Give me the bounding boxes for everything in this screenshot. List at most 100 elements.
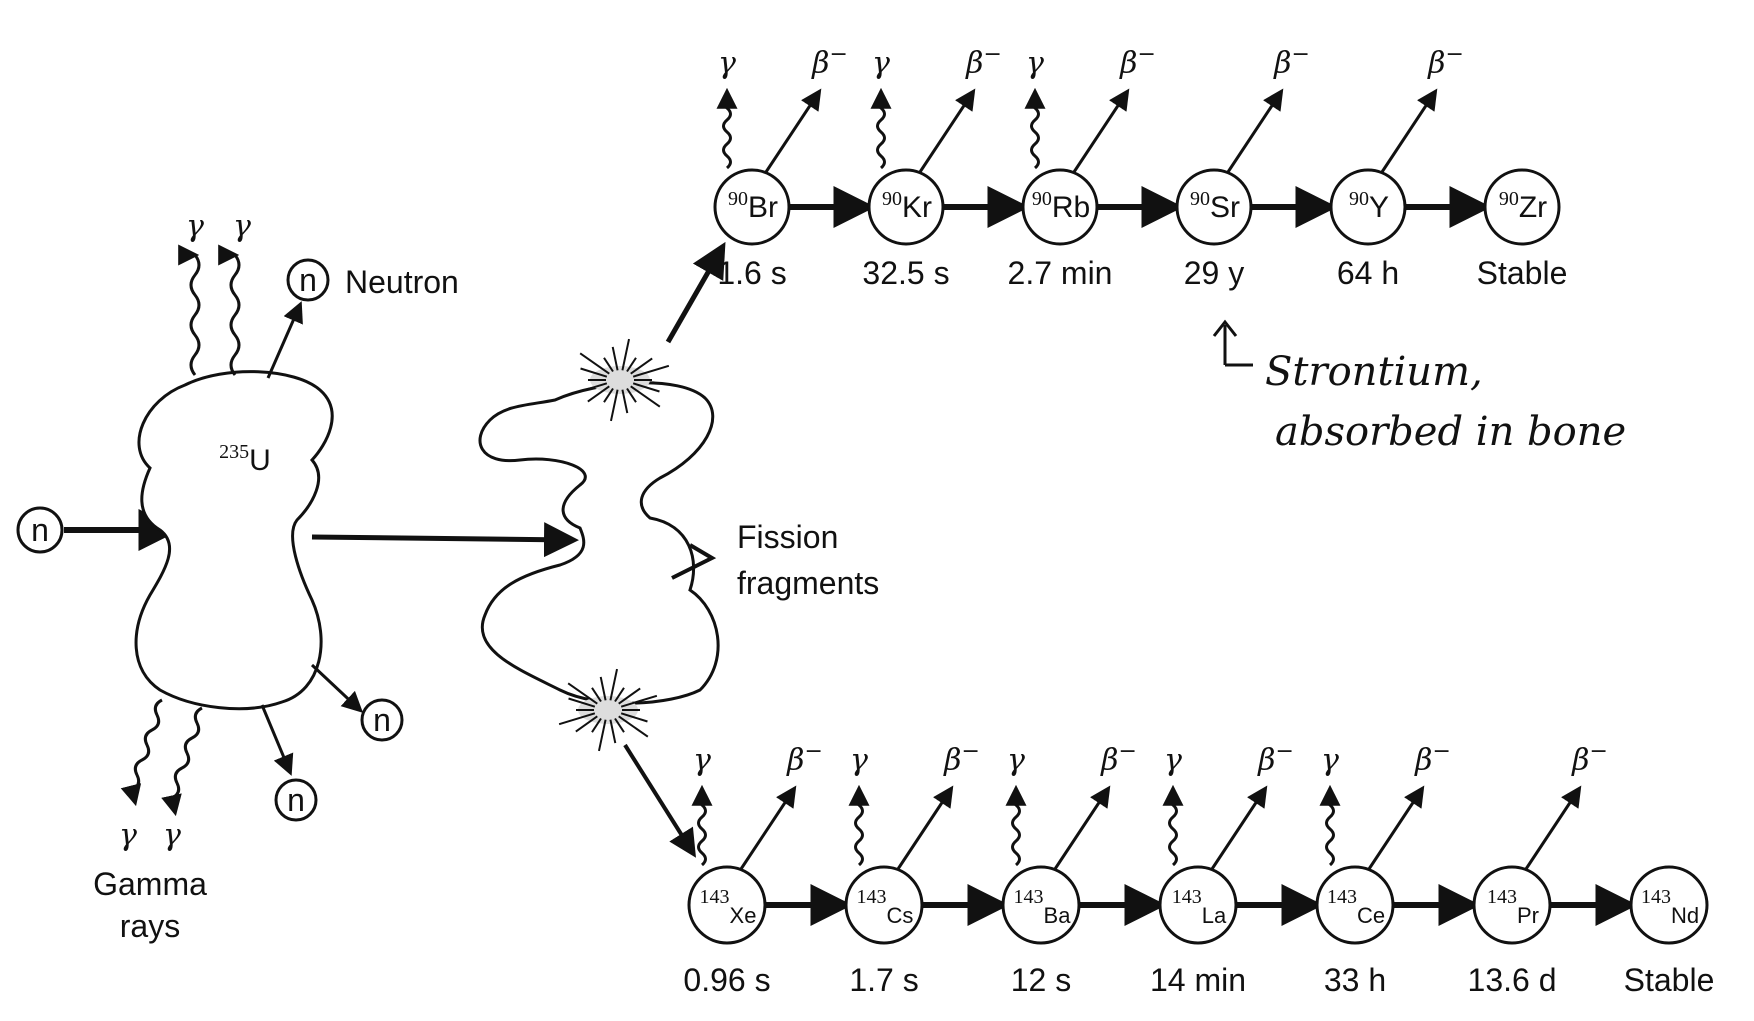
lower-nuclide-symbol: Xe [730,903,757,928]
lower-beta-emission-pr [1524,785,1582,870]
incoming-neutron: n [16,506,64,554]
bottom-neutron-arrow-1 [310,663,364,713]
strontium-annotation: Strontium, absorbed in bone [1212,319,1626,455]
lower-nuclide-la-circle [1158,865,1238,945]
beta-charge: − [983,42,1001,67]
upper-nuclide-mass: 90 [1349,188,1369,210]
lower-nuclide-ba-circle [1001,865,1081,945]
fragment-spark-ray-bottom [609,719,617,744]
fragment-spark-ray-top [570,382,608,396]
lower-branch-arrow [623,743,696,858]
lower-gamma-symbol: γ [693,743,711,778]
upper-gamma-emission-br [716,87,738,170]
gamma-rays-label-line1: Gamma [93,866,207,902]
fragment-spark-ray-top [603,387,614,403]
beta-charge: − [1589,739,1607,764]
upper-nuclide-sr-circle [1175,168,1253,246]
upper-nuclide-zr-circle [1483,168,1561,246]
upper-nuclide-kr-label: 90Kr [882,188,932,224]
lower-gamma-symbol: γ [1007,743,1025,778]
beta-charge: − [829,42,847,67]
lower-beta-emission-ce [1367,785,1425,870]
upper-halflife-y: 64 h [1337,255,1399,291]
upper-nuclide-symbol: Kr [902,191,932,224]
upper-halflife-br: 1.6 s [717,255,786,291]
upper-beta-symbol: β− [811,42,848,81]
upper-nuclide-symbol: Rb [1052,191,1090,224]
lower-nuclide-mass: 143 [1327,886,1357,908]
upper-halflife-rb: 2.7 min [1008,255,1113,291]
upper-nuclide-y-label: 90Y [1349,188,1389,224]
lower-nuclide-la-label: 143La [1172,886,1227,928]
lower-nuclide-mass: 143 [1487,886,1517,908]
fragment-sparks [558,338,670,752]
u235-bottom-gamma-label-1: γ [119,818,137,853]
lower-beta-symbol: β− [1100,739,1137,778]
lower-beta-emission-xe [739,785,797,870]
lower-beta-emission-ba [1053,785,1111,870]
lower-gamma-emission-la [1162,784,1184,867]
lower-halflife-ba: 12 s [1011,962,1071,998]
lower-nuclide-mass: 143 [700,886,730,908]
upper-gamma-symbol: γ [718,46,736,81]
u235-bottom-gamma-label-2: γ [163,818,181,853]
fragment-spark-glow-top [590,366,650,394]
lower-nuclide-mass: 143 [1172,886,1202,908]
upper-beta-symbol: β− [1273,42,1310,81]
fragment-spark-ray-top [579,352,610,375]
beta-letter: β [965,46,983,81]
fission-arrow [311,522,579,558]
fragment-spark-ray-bottom [620,712,648,723]
fragment-spark-ray-top [587,385,610,403]
u235-bottom-gamma-wave-1 [120,698,163,807]
upper-beta-emission-sr [1226,88,1284,173]
u235-mass: 235 [219,441,249,463]
emitted-neutron-symbol: n [299,262,317,298]
lower-nuclide-symbol: Ce [1357,903,1385,928]
fragment-spark-ray-bottom [558,712,596,726]
fission-fragment-pointer [671,543,717,580]
lower-nuclide-nd-circle [1629,865,1709,945]
fragment-spark-ray-bottom [591,717,602,733]
upper-nuclide-kr-circle [867,168,945,246]
fragment-spark-ray-bottom [567,682,598,705]
lower-nuclide-cs-label: 143Cs [857,886,914,928]
upper-gamma-symbol: γ [872,46,890,81]
upper-nuclide-zr-label: 90Zr [1499,188,1547,224]
fragment-spark-ray-bottom [618,715,649,738]
fragment-spark-ray-bottom [599,676,607,701]
fragment-spark-ray-top [611,346,619,371]
lower-nuclide-xe-label: 143Xe [700,886,757,928]
lower-nuclide-cs-circle [844,865,924,945]
beta-charge: − [1118,739,1136,764]
fragment-spark-ray-top [630,357,653,375]
fragment-spark-ray-bottom [620,694,658,708]
fragment-spark-ray-top [603,357,614,373]
fragment-spark-ray-top [609,389,619,422]
beta-letter: β [1119,46,1137,81]
bottom-neutron-label-1: n [373,702,391,738]
lower-nuclide-xe-circle [687,865,767,945]
fragment-spark-ray-bottom [614,687,625,703]
fragment-spark-ray-bottom [618,687,641,705]
upper-nuclide-br-circle [713,168,791,246]
fragment-spark-ray-top [630,385,661,408]
beta-charge: − [1137,42,1155,67]
upper-nuclide-symbol: Zr [1519,191,1547,224]
beta-letter: β [1427,46,1445,81]
beta-letter: β [1273,46,1291,81]
fission-fragment-label: Fission fragments [671,519,879,601]
beta-letter: β [811,46,829,81]
lower-nuclide-mass: 143 [1641,886,1671,908]
beta-charge: − [1432,739,1450,764]
upper-nuclide-sr-label: 90Sr [1190,188,1240,224]
fragment-spark-ray-top [580,367,608,378]
bottom-neutron-label-2: n [287,782,305,818]
lower-gamma-symbol: γ [1164,743,1182,778]
beta-charge: − [804,739,822,764]
upper-nuclide-symbol: Br [748,191,778,224]
lower-nuclide-mass: 143 [857,886,887,908]
lower-nuclide-symbol: Pr [1517,903,1539,928]
